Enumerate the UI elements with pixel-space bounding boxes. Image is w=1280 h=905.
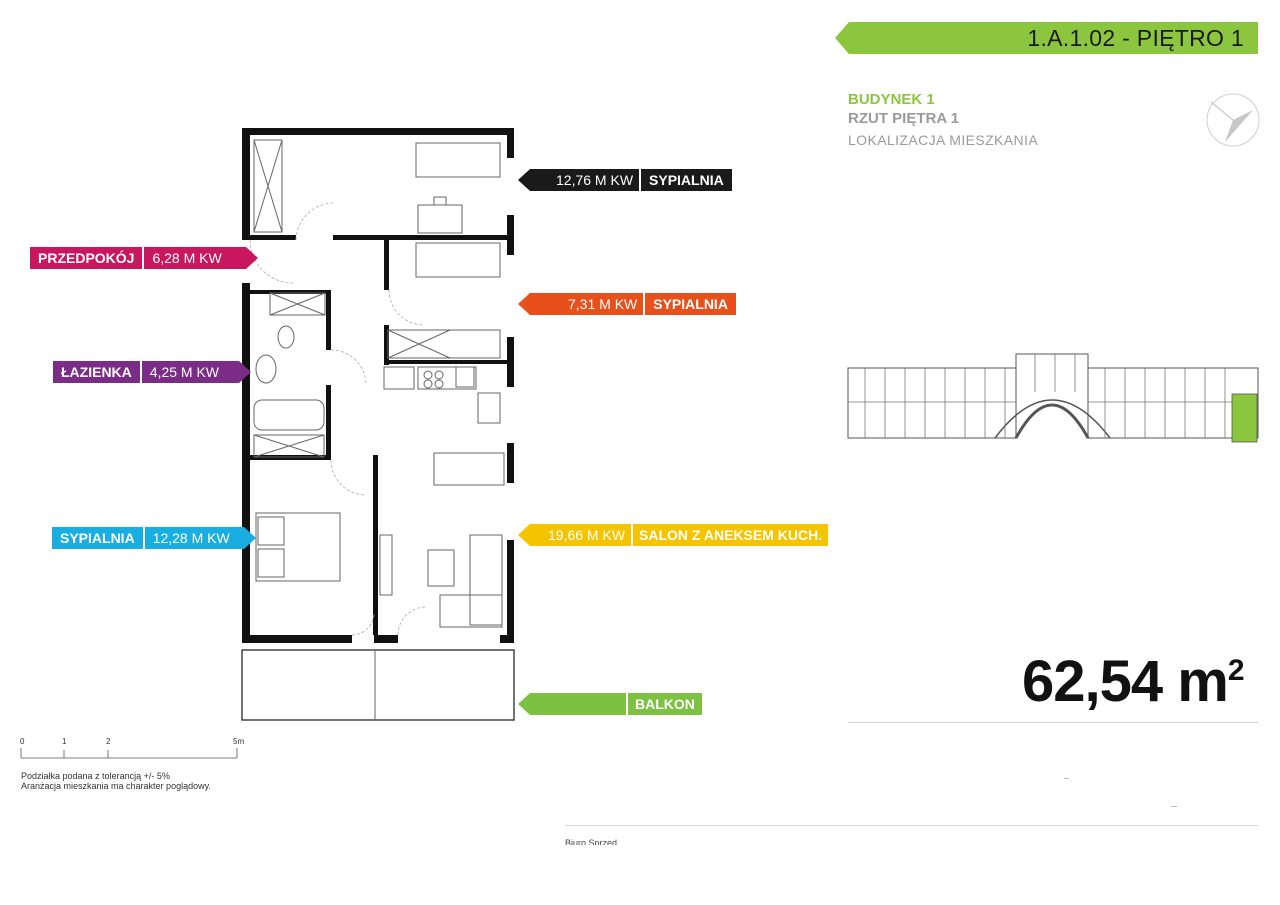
total-area: 62,54 m2 [1022,648,1245,715]
room-name-bedroom-3: SYPIALNIA [52,527,143,549]
divider-mark [1064,778,1069,779]
total-area-value: 62,54 [1022,649,1163,714]
room-tag-bedroom-3: SYPIALNIA 12,28 M KW [52,527,256,549]
room-name-bathroom: ŁAZIENKA [53,361,140,383]
room-name-bedroom-1: SYPIALNIA [641,169,732,191]
location-label: LOKALIZACJA MIESZKANIA [848,132,1039,148]
room-name-balcony: BALKON [628,693,702,715]
banner-separator: - [1115,25,1137,51]
divider-line [848,722,1258,723]
unit-location-marker [1231,393,1258,443]
scale-tolerance-note: Podziałka podana z tolerancją +/- 5% [21,771,170,781]
room-name-bedroom-2: SYPIALNIA [645,293,736,315]
unit-code: 1.A.1.02 [1027,25,1116,51]
scale-bar [20,748,238,759]
floor-label: PIĘTRO 1 [1136,25,1244,51]
room-tag-hallway: PRZEDPOKÓJ 6,28 M KW [30,247,258,269]
building-key-plan [847,353,1259,443]
unit-banner-text: 1.A.1.02 - PIĘTRO 1 [1027,25,1244,52]
scale-label: 2 [106,737,111,746]
room-area-bedroom-2: 7,31 M KW [530,293,644,315]
room-area-bedroom-1: 12,76 M KW [530,169,640,191]
room-tag-bedroom-1: 12,76 M KW SYPIALNIA [518,169,732,191]
scale-label: 1 [62,737,67,746]
room-name-hallway: PRZEDPOKÓJ [30,247,143,269]
room-area-hallway: 6,28 M KW [144,247,246,269]
room-name-living-room: SALON Z ANEKSEM KUCH. [633,524,829,546]
unit-banner: 1.A.1.02 - PIĘTRO 1 [835,22,1258,54]
total-area-unit: m [1177,649,1229,714]
room-tag-bedroom-2: 7,31 M KW SYPIALNIA [518,293,736,315]
apartment-floor-plan [241,128,515,721]
room-area-bathroom: 4,25 M KW [141,361,240,383]
floor-plan-label: RZUT PIĘTRA 1 [848,110,960,127]
compass-icon [1206,93,1260,147]
room-area-bedroom-3: 12,28 M KW [144,527,244,549]
total-area-exponent: 2 [1227,654,1245,687]
scale-label: 5m [233,737,245,746]
scale-label: 0 [20,737,25,746]
room-tag-balcony: BALKON [518,693,702,715]
room-tag-bathroom: ŁAZIENKA 4,25 M KW [53,361,252,383]
footer-divider [565,825,1258,826]
room-area-living-room: 19,66 M KW [530,524,632,546]
divider-mark [1171,806,1177,807]
arrangement-note: Aranżacja mieszkania ma charakter pogląd… [21,781,211,791]
building-title: BUDYNEK 1 [848,91,935,108]
room-area-balcony [530,693,626,715]
room-tag-living-room: 19,66 M KW SALON Z ANEKSEM KUCH. [518,524,829,546]
footer-text: Biuro Sprzed [565,838,618,845]
